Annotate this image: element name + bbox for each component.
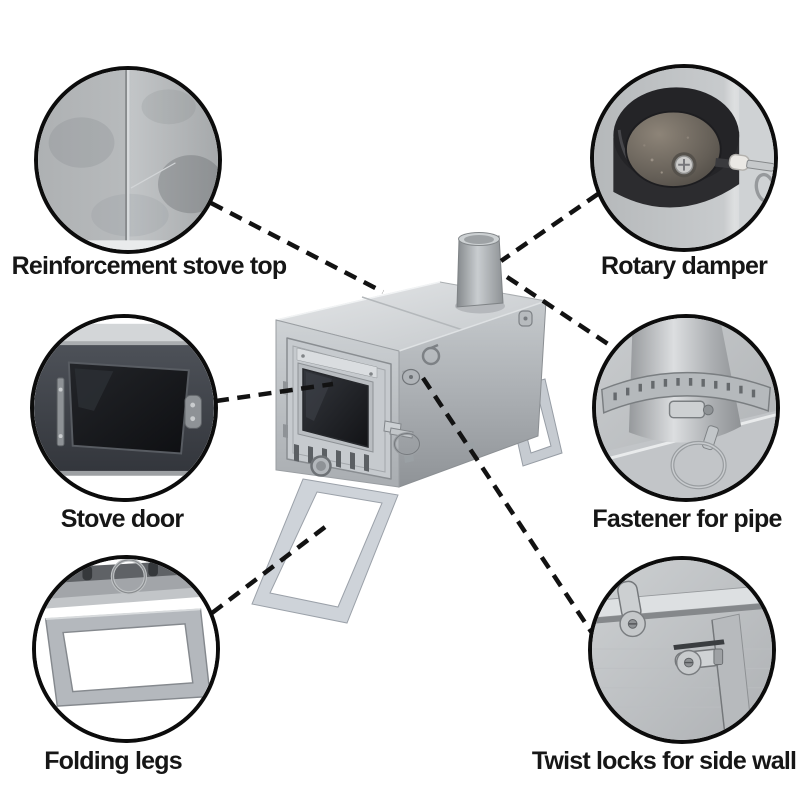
callout-photo-rotary-damper [590, 64, 778, 252]
feature-label-reinforcement-stove-top: Reinforcement stove top [11, 252, 288, 280]
feature-label-rotary-damper: Rotary damper [600, 252, 768, 280]
pipe-fastener-photo [596, 318, 776, 498]
side-hook-latch-icon [421, 343, 441, 366]
feature-label-stove-door: Stove door [60, 505, 184, 533]
door-latch-ring [383, 420, 421, 456]
callout-photo-reinforcement-stove-top [34, 66, 222, 254]
side-twist-latch-icon [401, 368, 421, 386]
door-hinge [56, 377, 65, 447]
door-latch [184, 394, 202, 429]
callout-photo-twist-locks [588, 556, 776, 744]
stove-front-face [275, 319, 421, 488]
feature-label-twist-locks: Twist locks for side wall [531, 747, 797, 775]
stove-top-seam [125, 70, 128, 250]
damper-disc [624, 110, 722, 189]
chimney-collar [456, 232, 504, 308]
hose-clamp [601, 371, 771, 419]
twist-locks-photo [592, 560, 772, 740]
feature-label-folding-legs: Folding legs [44, 747, 182, 775]
damper-handle [715, 153, 774, 204]
pin-and-ring [670, 425, 727, 490]
stove-front-leg [251, 478, 399, 624]
twist-lock-left [617, 580, 646, 638]
callout-photo-pipe-fastener [592, 314, 780, 502]
twist-lock-right [673, 639, 725, 676]
callout-photo-stove-door [30, 314, 218, 502]
stove-door-photo [34, 318, 214, 498]
folding-legs-photo [36, 559, 216, 739]
callout-photo-folding-legs [32, 555, 220, 743]
folded-leg-frame [44, 608, 211, 707]
damper-screw [671, 152, 697, 178]
stove-top-photo [38, 70, 218, 250]
corner-strip [711, 613, 754, 740]
rotary-damper-photo [594, 68, 774, 248]
feature-label-fastener-for-pipe: Fastener for pipe [592, 505, 782, 533]
